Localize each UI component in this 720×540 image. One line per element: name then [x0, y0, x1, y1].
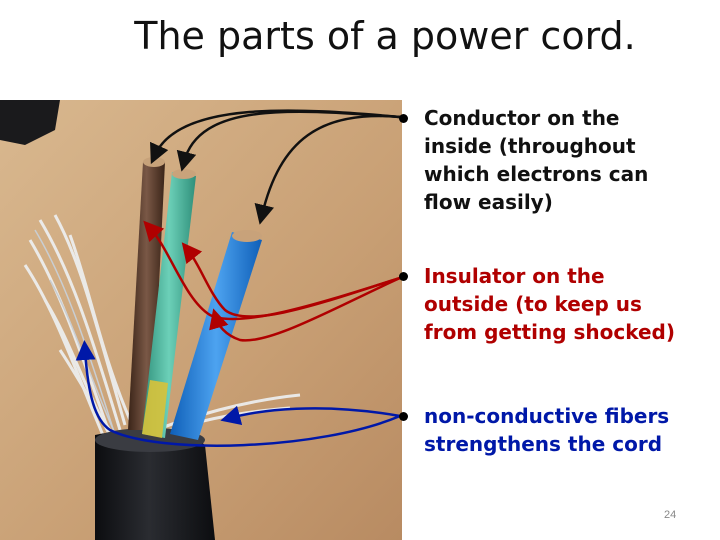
bullet-dot: [399, 412, 408, 421]
slide-title: The parts of a power cord.: [134, 14, 636, 58]
bullet-fibers-line-1: non-conductive fibers: [424, 404, 670, 428]
page-number: 24: [664, 509, 677, 521]
bullet-fibers-line-2: strengthens the cord: [424, 432, 663, 456]
bullet-dot: [399, 272, 408, 281]
bullet-conductor-line-3: which electrons can: [424, 162, 649, 186]
bullet-conductor: Conductor on the inside (throughout whic…: [399, 104, 649, 216]
bullet-insulator-line-2: outside (to keep us: [424, 292, 642, 316]
bullet-fibers: non-conductive fibers strengthens the co…: [399, 402, 670, 458]
bullet-conductor-line-1: Conductor on the: [424, 106, 620, 130]
bullet-conductor-line-4: flow easily): [424, 190, 553, 214]
bullet-dot: [399, 114, 408, 123]
bullet-insulator-line-1: Insulator on the: [424, 264, 605, 288]
bullet-insulator-line-3: from getting shocked): [424, 320, 676, 344]
power-cord-photo: [0, 100, 402, 540]
bullet-conductor-line-2: inside (throughout: [424, 134, 636, 158]
bullet-insulator: Insulator on the outside (to keep us fro…: [399, 262, 676, 346]
